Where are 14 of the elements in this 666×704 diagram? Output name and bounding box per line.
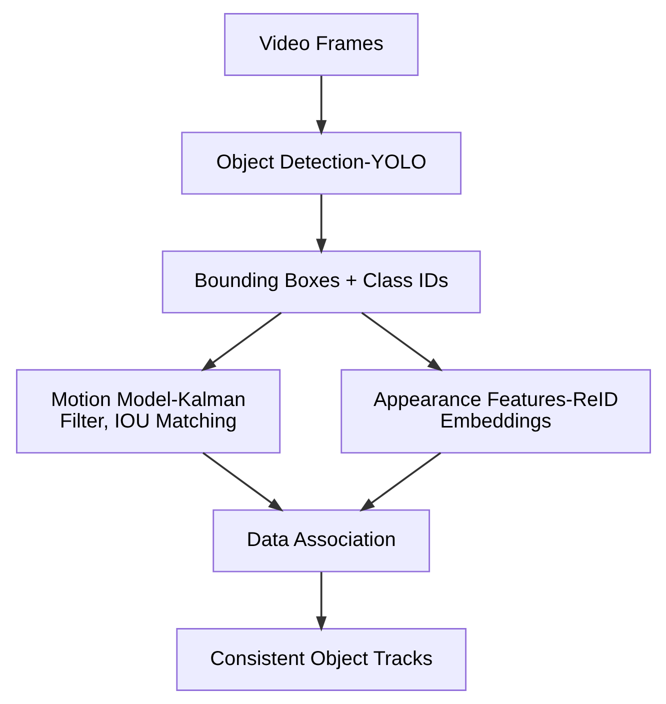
node-box: Video Frames: [224, 13, 418, 76]
arrow: [202, 452, 283, 512]
node-box: Bounding Boxes + Class IDs: [161, 250, 480, 314]
arrow: [359, 452, 441, 512]
node-box: Object Detection-YOLO: [180, 132, 461, 195]
node-box: Consistent Object Tracks: [176, 628, 466, 691]
node-box: Appearance Features-ReID Embeddings: [340, 369, 650, 454]
arrow: [316, 572, 326, 632]
arrow: [316, 194, 326, 254]
arrow: [316, 76, 326, 136]
arrow: [200, 312, 282, 372]
arrow: [360, 312, 442, 372]
node-box: Data Association: [212, 509, 430, 572]
node-box: Motion Model-Kalman Filter, IOU Matching: [16, 369, 280, 454]
